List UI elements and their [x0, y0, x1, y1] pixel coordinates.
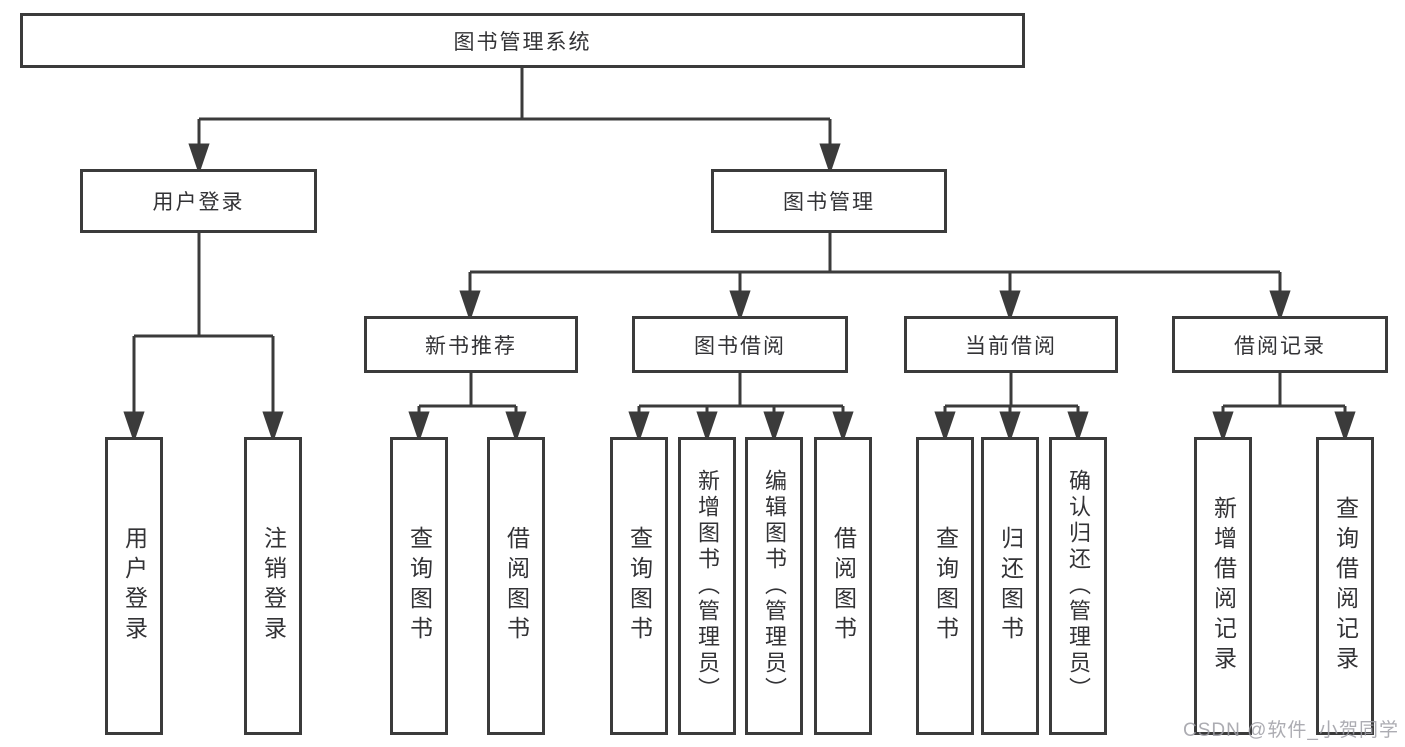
connector-book-management-to-level3 — [459, 233, 1291, 322]
node-user-login: 用户登录 — [80, 169, 317, 233]
leaf-return-books: 归还图书 — [981, 437, 1039, 735]
leaf-query-borrow-record-label: 查询借阅记录 — [1332, 496, 1359, 676]
connector-new-book-recommendation-to-leaves — [408, 372, 527, 443]
leaf-logout-login-label: 注销登录 — [260, 526, 287, 646]
leaf-confirm-return-admin: 确认归还（管理员） — [1049, 437, 1107, 735]
node-root-label: 图书管理系统 — [453, 30, 592, 54]
leaf-user-login-label: 用户登录 — [121, 526, 148, 646]
leaf-borrow-books-borrowing: 借阅图书 — [814, 437, 872, 735]
leaf-add-book-admin: 新增图书（管理员） — [678, 437, 736, 735]
connector-book-borrowing-to-leaves — [628, 372, 854, 443]
leaf-logout-login: 注销登录 — [244, 437, 302, 735]
node-book-borrowing: 图书借阅 — [632, 316, 848, 373]
leaf-borrow-books-borrowing-label: 借阅图书 — [830, 526, 857, 646]
node-root: 图书管理系统 — [20, 13, 1025, 68]
node-current-borrowing: 当前借阅 — [904, 316, 1118, 373]
leaf-query-books-borrowing-label: 查询图书 — [626, 526, 653, 646]
leaf-query-borrow-record: 查询借阅记录 — [1316, 437, 1374, 735]
leaf-add-borrow-record: 新增借阅记录 — [1194, 437, 1252, 735]
leaf-edit-book-admin-label: 编辑图书（管理员） — [762, 469, 787, 703]
leaf-edit-book-admin: 编辑图书（管理员） — [745, 437, 803, 735]
leaf-query-books-recommend-label: 查询图书 — [406, 526, 433, 646]
node-book-management-label: 图书管理 — [783, 191, 875, 214]
leaf-query-books-current: 查询图书 — [916, 437, 974, 735]
leaf-user-login: 用户登录 — [105, 437, 163, 735]
node-current-borrowing-label: 当前借阅 — [965, 334, 1057, 358]
leaf-return-books-label: 归还图书 — [997, 526, 1024, 646]
connector-borrowing-records-to-leaves — [1212, 372, 1356, 443]
node-borrowing-records-label: 借阅记录 — [1234, 334, 1326, 358]
node-book-management: 图书管理 — [711, 169, 947, 233]
leaf-confirm-return-admin-label: 确认归还（管理员） — [1066, 469, 1091, 703]
node-new-book-recommendation: 新书推荐 — [364, 316, 578, 373]
leaf-add-book-admin-label: 新增图书（管理员） — [695, 469, 720, 703]
leaf-borrow-books-recommend: 借阅图书 — [487, 437, 545, 735]
leaf-query-books-borrowing: 查询图书 — [610, 437, 668, 735]
watermark: CSDN @软件_小贺同学 — [1183, 720, 1399, 741]
leaf-add-borrow-record-label: 新增借阅记录 — [1210, 496, 1237, 676]
leaf-borrow-books-recommend-label: 借阅图书 — [503, 526, 530, 646]
leaf-query-books-recommend: 查询图书 — [390, 437, 448, 735]
node-book-borrowing-label: 图书借阅 — [694, 334, 786, 358]
connector-user-login-to-leaves — [123, 233, 284, 443]
connector-root-to-level2 — [188, 68, 841, 175]
node-user-login-label: 用户登录 — [152, 191, 245, 214]
node-new-book-recommendation-label: 新书推荐 — [425, 334, 517, 358]
connector-current-borrowing-to-leaves — [934, 372, 1089, 443]
node-borrowing-records: 借阅记录 — [1172, 316, 1388, 373]
leaf-query-books-current-label: 查询图书 — [932, 526, 959, 646]
